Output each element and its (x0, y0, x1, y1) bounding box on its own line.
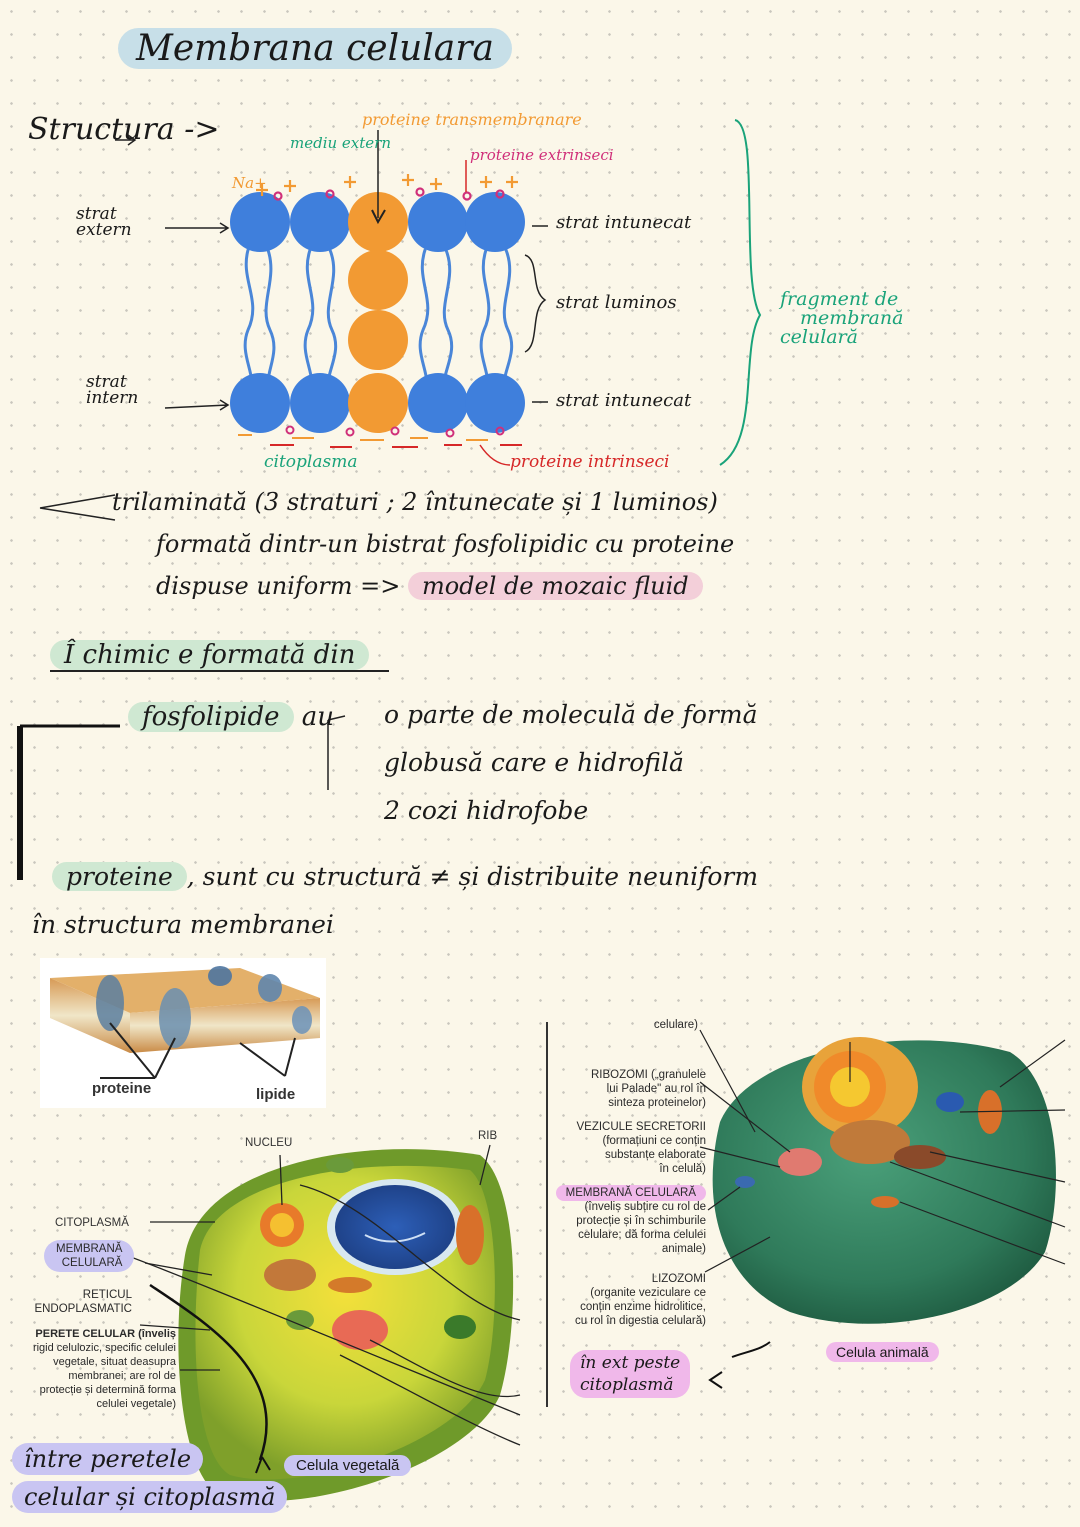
chemic-heading: Î chimic e formată din (50, 640, 390, 672)
intrinsic-protein-label: proteine intrinseci (510, 452, 670, 472)
fos-point-1: o parte de moleculă de formă (384, 700, 758, 729)
note-line-1: trilaminată (3 straturi ; 2 întunecate ș… (112, 488, 718, 516)
note-line-3: dispuse uniform => model de mozaic fluid (156, 572, 703, 600)
page-title: Membrana celulara (118, 28, 512, 69)
light-layer: strat luminos (556, 292, 677, 313)
fosfolipide-label: fosfolipide au (128, 702, 334, 732)
proteine-line: proteine, sunt cu structură ≠ și distrib… (52, 862, 758, 891)
rib-label: RIB (478, 1130, 498, 1142)
outer-heads (230, 192, 525, 252)
dark-layer-bottom: strat intunecat (556, 390, 692, 411)
transmembrane-protein (348, 192, 408, 433)
transmembrane-protein-label: proteine transmembranare (362, 110, 582, 129)
membrane-figure: proteine lipide (40, 958, 326, 1108)
inner-layer-label: strat intern (86, 372, 139, 408)
plant-note: între peretele celular și citoplasmă (12, 1440, 288, 1516)
fos-point-2: globusă care e hidrofilă (384, 748, 684, 777)
divider-line (546, 1022, 548, 1407)
nucleu-label: NUCLEU (245, 1137, 293, 1149)
fos-point-3: 2 cozi hidrofobe (384, 796, 589, 825)
extrinsic-protein-label: proteine extrinseci (470, 146, 614, 164)
outer-layer-label: strat extern (76, 204, 132, 240)
inner-heads (230, 373, 525, 433)
cytoplasm-label: citoplasma (264, 452, 358, 472)
note-line-2: formată dintr-un bistrat fosfolipidic cu… (156, 530, 735, 558)
note-bracket (39, 494, 116, 521)
mediu-extern-label: mediu extern (290, 134, 392, 152)
cytoplasm-marks (238, 425, 522, 448)
perete-label: PERETE CELULAR (înveliș rigid celulozic,… (32, 1328, 176, 1410)
plant-caption: Celula vegetală (284, 1455, 412, 1476)
lipide-label: lipide (256, 1086, 296, 1103)
ion-marks (256, 174, 518, 201)
animal-caption: Celula animală (826, 1342, 939, 1362)
celulare-label: celulare) (653, 1019, 698, 1031)
vezicule-label: VEZICULE SECRETORII(formațiuni ce conțin… (576, 1121, 706, 1175)
animal-membrane-label: MEMBRANĂ CELULARĂ (înveliș subțire cu ro… (554, 1185, 706, 1256)
composition-bracket (17, 715, 346, 880)
plant-cytoplasm-label: CITOPLASMĂ (55, 1217, 129, 1229)
structure-label: Structura -> (28, 112, 220, 147)
fragment-label: fragment de membrană celulară (780, 288, 904, 348)
membrane-diagram (115, 119, 762, 466)
dark-layer-top: strat intunecat (556, 212, 692, 233)
proteine-line-2: în structura membranei (32, 910, 334, 939)
proteine-label: proteine (92, 1080, 152, 1097)
na-label: Na+ (232, 174, 267, 192)
